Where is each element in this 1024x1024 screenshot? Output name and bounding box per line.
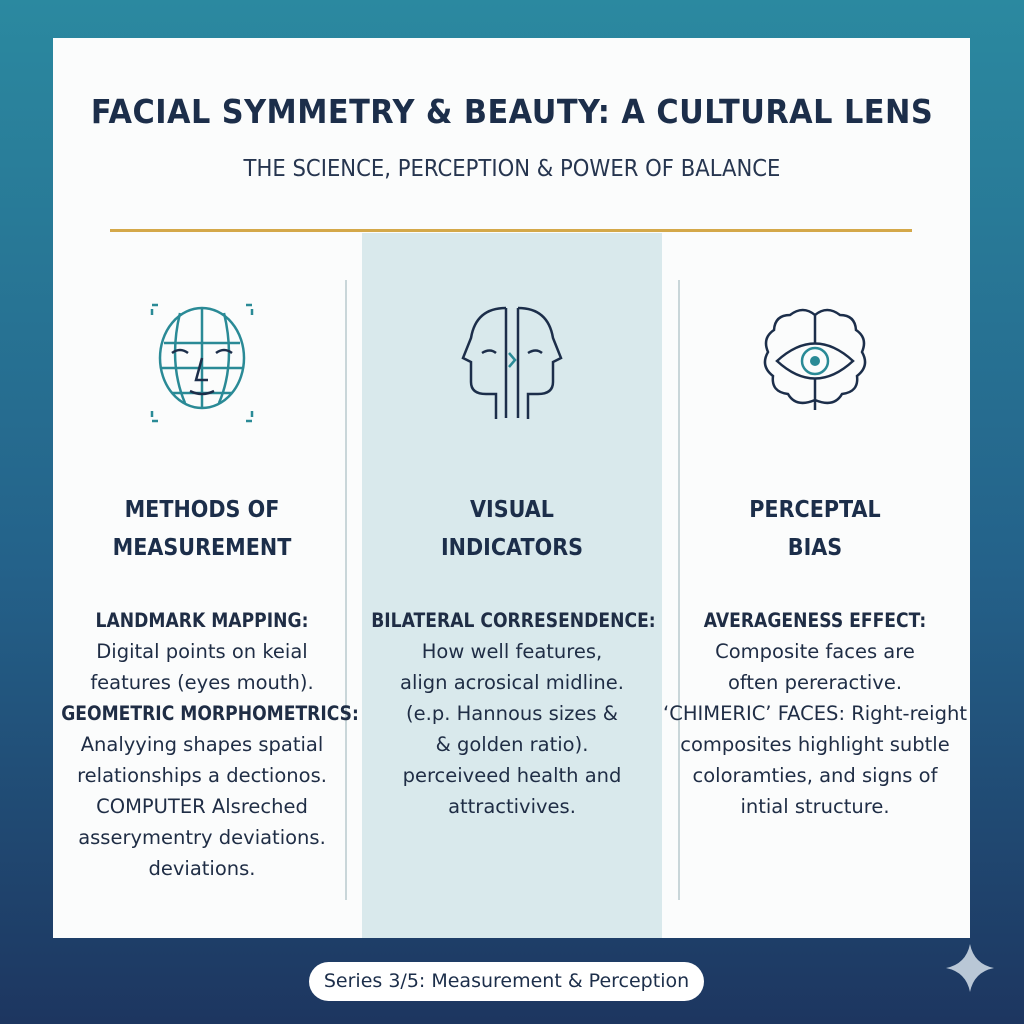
heading-line: MEASUREMENT [112,535,292,561]
series-footer-badge: Series 3/5: Measurement & Perception [309,962,704,1001]
term-label: AVERAGENESS EFFECT: [703,609,927,632]
body-line: (e.p. Hannous sizes & [406,702,618,725]
body-line: relationships a dectionos. [77,764,327,787]
column-body: LANDMARK MAPPING: Digital points on keial… [42,605,362,884]
face-grid-scan-icon [52,303,352,423]
body-line: Digital points on keial [96,640,308,663]
body-line: perceiveed health and [402,764,622,787]
body-line: Composite faces are [715,640,915,663]
column-divider [678,280,680,900]
gold-divider [110,229,912,232]
body-line: & golden ratio). [435,733,589,756]
term-label: BILATERAL CORRESENDENCE: [371,609,656,632]
heading-line: PERCEPTAL [749,497,881,523]
highlight-column-bg [362,233,662,938]
body-line: Analyying shapes spatial [80,733,324,756]
body-line: ‘CHIMERIC’ FACES: Right-reight [663,702,967,725]
sparkle-icon [944,942,996,998]
heading-line: VISUAL [469,497,555,523]
body-line: deviations. [148,857,256,880]
body-line: asserymentry deviations. [78,826,326,849]
body-line: composites highlight subtle [680,733,950,756]
column-body: BILATERAL CORRESENDENCE: How well feature… [352,605,672,822]
body-line: often pereractive. [727,671,903,694]
body-line: How well features, [421,640,603,663]
column-body: AVERAGENESS EFFECT: Composite faces are of… [655,605,975,822]
brain-eye-icon [665,303,965,423]
body-line: coloramties, and signs of [692,764,938,787]
body-line: features (eyes mouth). [90,671,314,694]
body-line: COMPUTER Alsreched [96,795,308,818]
body-line: align acrosical midline. [400,671,624,694]
title: FACIAL SYMMETRY & BEAUTY: A CULTURAL LEN… [90,92,934,131]
heading-line: METHODS OF [124,497,280,523]
column-divider [345,280,347,900]
body-line: intial structure. [740,795,890,818]
term-label: GEOMETRIC MORPHOMETRICS: [61,702,359,725]
term-label: LANDMARK MAPPING: [95,609,309,632]
heading-line: BIAS [787,535,843,561]
heading-line: INDICATORS [440,535,584,561]
body-line: attractivives. [448,795,576,818]
subtitle: THE SCIENCE, PERCEPTION & POWER OF BALAN… [243,156,781,182]
mirrored-faces-icon [362,303,662,423]
